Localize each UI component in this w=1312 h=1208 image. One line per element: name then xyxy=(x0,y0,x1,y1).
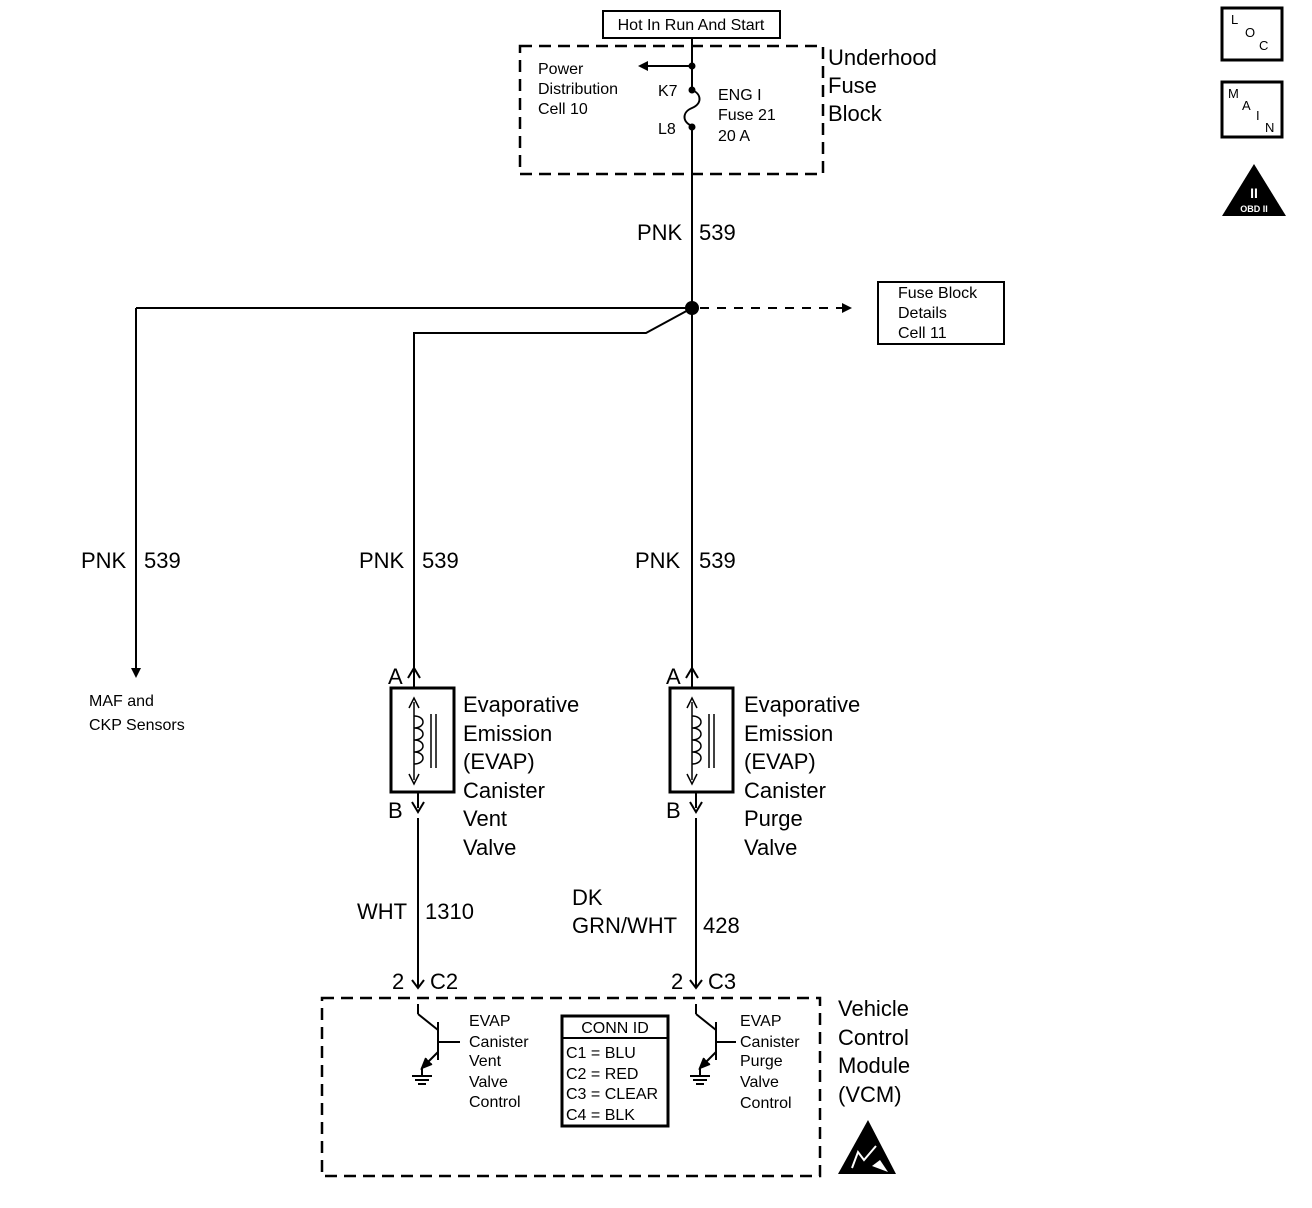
vcm-title-1: Vehicle xyxy=(838,996,909,1021)
conn-id-row-3: C3 = CLEAR xyxy=(566,1086,658,1103)
loc-letter-l: L xyxy=(1231,12,1238,27)
vent-driver-line-1: EVAP xyxy=(469,1013,511,1030)
vent-control-circuit: 1310 xyxy=(425,899,474,924)
underhood-fuse-block: Power Distribution Cell 10 K7 L8 ENG I F… xyxy=(518,44,937,176)
purge-valve-name-2: Emission xyxy=(744,721,833,746)
main-feed-circuit: 539 xyxy=(699,220,736,245)
vent-valve-pin-a: A xyxy=(388,664,403,689)
fuse-number-label: Fuse 21 xyxy=(718,107,776,124)
vcm-vent-pin: 2 xyxy=(392,969,404,994)
purge-control-circuit: 428 xyxy=(703,913,740,938)
purge-control-color-2: GRN/WHT xyxy=(572,913,677,938)
purge-valve-name-5: Purge xyxy=(744,806,803,831)
fuse-name-label: ENG I xyxy=(718,87,762,104)
conn-id-row-2: C2 = RED xyxy=(566,1066,638,1083)
purge-driver-transistor xyxy=(690,1004,736,1085)
conn-id-row-4: C4 = BLK xyxy=(566,1107,635,1124)
purge-driver-line-4: Valve xyxy=(740,1074,779,1091)
fuse-rating-label: 20 A xyxy=(718,128,750,145)
obd-label: OBD II xyxy=(1240,204,1268,214)
power-distribution-label-1: Power xyxy=(538,61,584,78)
vcm-title-2: Control xyxy=(838,1025,909,1050)
vent-valve-name-6: Valve xyxy=(463,835,516,860)
vent-valve-name-3: (EVAP) xyxy=(463,749,535,774)
vcm-purge-pin: 2 xyxy=(671,969,683,994)
maf-destination-line-2: CKP Sensors xyxy=(89,717,185,734)
power-distribution-label-3: Cell 10 xyxy=(538,101,588,118)
loc-letter-c: C xyxy=(1259,38,1268,53)
fuse-block-title-2: Fuse xyxy=(828,73,877,98)
main-letter-a: A xyxy=(1242,98,1251,113)
vent-driver-line-3: Vent xyxy=(469,1053,502,1070)
wiring xyxy=(131,174,852,988)
vent-driver-line-4: Valve xyxy=(469,1074,508,1091)
wire-labels: PNK 539 PNK 539 PNK 539 PNK 539 WHT 1310… xyxy=(81,220,740,938)
loc-icon[interactable]: L O C xyxy=(1220,6,1284,62)
vent-valve-name-1: Evaporative xyxy=(463,692,579,717)
power-distribution-label-2: Distribution xyxy=(538,81,618,98)
vent-valve-name-4: Canister xyxy=(463,778,545,803)
vcm-module: 2 C2 2 C3 EVAP Canister Vent Valve Contr… xyxy=(320,969,910,1178)
main-letter-n: N xyxy=(1265,120,1274,135)
fuse-block-title-1: Underhood xyxy=(828,45,937,70)
fuse-block-details-line-1: Fuse Block xyxy=(898,285,978,302)
fuse-block-title-3: Block xyxy=(828,101,883,126)
vcm-purge-connector: C3 xyxy=(708,969,736,994)
purge-feed-circuit: 539 xyxy=(699,548,736,573)
conn-id-title: CONN ID xyxy=(581,1020,649,1037)
purge-driver-line-3: Purge xyxy=(740,1053,783,1070)
fuse-block-details-line-2: Details xyxy=(898,305,947,322)
maf-branch-circuit: 539 xyxy=(144,548,181,573)
fuse-block-details-link[interactable]: Fuse Block Details Cell 11 xyxy=(877,281,1005,345)
conn-id-table: CONN ID C1 = BLU C2 = RED C3 = CLEAR C4 … xyxy=(560,1014,670,1128)
purge-control-color-1: DK xyxy=(572,885,603,910)
splice-point xyxy=(685,301,699,315)
purge-valve-name-1: Evaporative xyxy=(744,692,860,717)
main-feed-color: PNK xyxy=(637,220,683,245)
vent-driver-transistor xyxy=(412,1004,460,1085)
obd-numeral: II xyxy=(1250,185,1258,201)
maf-branch-color: PNK xyxy=(81,548,127,573)
purge-driver-line-1: EVAP xyxy=(740,1013,782,1030)
purge-valve-name-3: (EVAP) xyxy=(744,749,816,774)
main-letter-m: M xyxy=(1228,86,1239,101)
vcm-vent-connector: C2 xyxy=(430,969,458,994)
purge-valve: A B Evaporative Emission (EVAP) Canister… xyxy=(666,664,860,860)
vent-valve: A B Evaporative Emission (EVAP) Canister… xyxy=(388,664,579,860)
vent-driver-line-2: Canister xyxy=(469,1034,529,1051)
fuse-block-details-line-3: Cell 11 xyxy=(898,325,947,342)
purge-valve-pin-b: B xyxy=(666,798,681,823)
vent-valve-pin-b: B xyxy=(388,798,403,823)
power-source-label: Hot In Run And Start xyxy=(618,17,765,34)
obd-ii-icon[interactable]: II OBD II xyxy=(1222,164,1286,216)
vent-feed-circuit: 539 xyxy=(422,548,459,573)
vent-feed-wire xyxy=(413,307,693,668)
vent-feed-color: PNK xyxy=(359,548,405,573)
vent-driver-line-5: Control xyxy=(469,1094,521,1111)
conn-id-row-1: C1 = BLU xyxy=(566,1045,636,1062)
vcm-title-3: Module xyxy=(838,1053,910,1078)
vent-valve-name-5: Vent xyxy=(463,806,507,831)
purge-valve-name-4: Canister xyxy=(744,778,826,803)
vcm-title-4: (VCM) xyxy=(838,1082,902,1107)
maf-destination-line-1: MAF and xyxy=(89,693,154,710)
terminal-l8-label: L8 xyxy=(658,121,676,138)
purge-driver-line-5: Control xyxy=(740,1095,792,1112)
maf-destination[interactable]: MAF and CKP Sensors xyxy=(89,693,185,734)
vent-valve-name-2: Emission xyxy=(463,721,552,746)
purge-feed-color: PNK xyxy=(635,548,681,573)
power-source-box: Hot In Run And Start xyxy=(602,10,781,39)
purge-valve-name-6: Valve xyxy=(744,835,797,860)
esd-warning-icon xyxy=(838,1120,896,1174)
loc-letter-o: O xyxy=(1245,25,1255,40)
main-icon[interactable]: M A I N xyxy=(1220,80,1284,139)
main-letter-i: I xyxy=(1256,108,1260,123)
fuse-symbol xyxy=(638,38,701,174)
vent-control-color: WHT xyxy=(357,899,407,924)
terminal-k7-label: K7 xyxy=(658,83,678,100)
purge-driver-line-2: Canister xyxy=(740,1034,800,1051)
purge-valve-pin-a: A xyxy=(666,664,681,689)
